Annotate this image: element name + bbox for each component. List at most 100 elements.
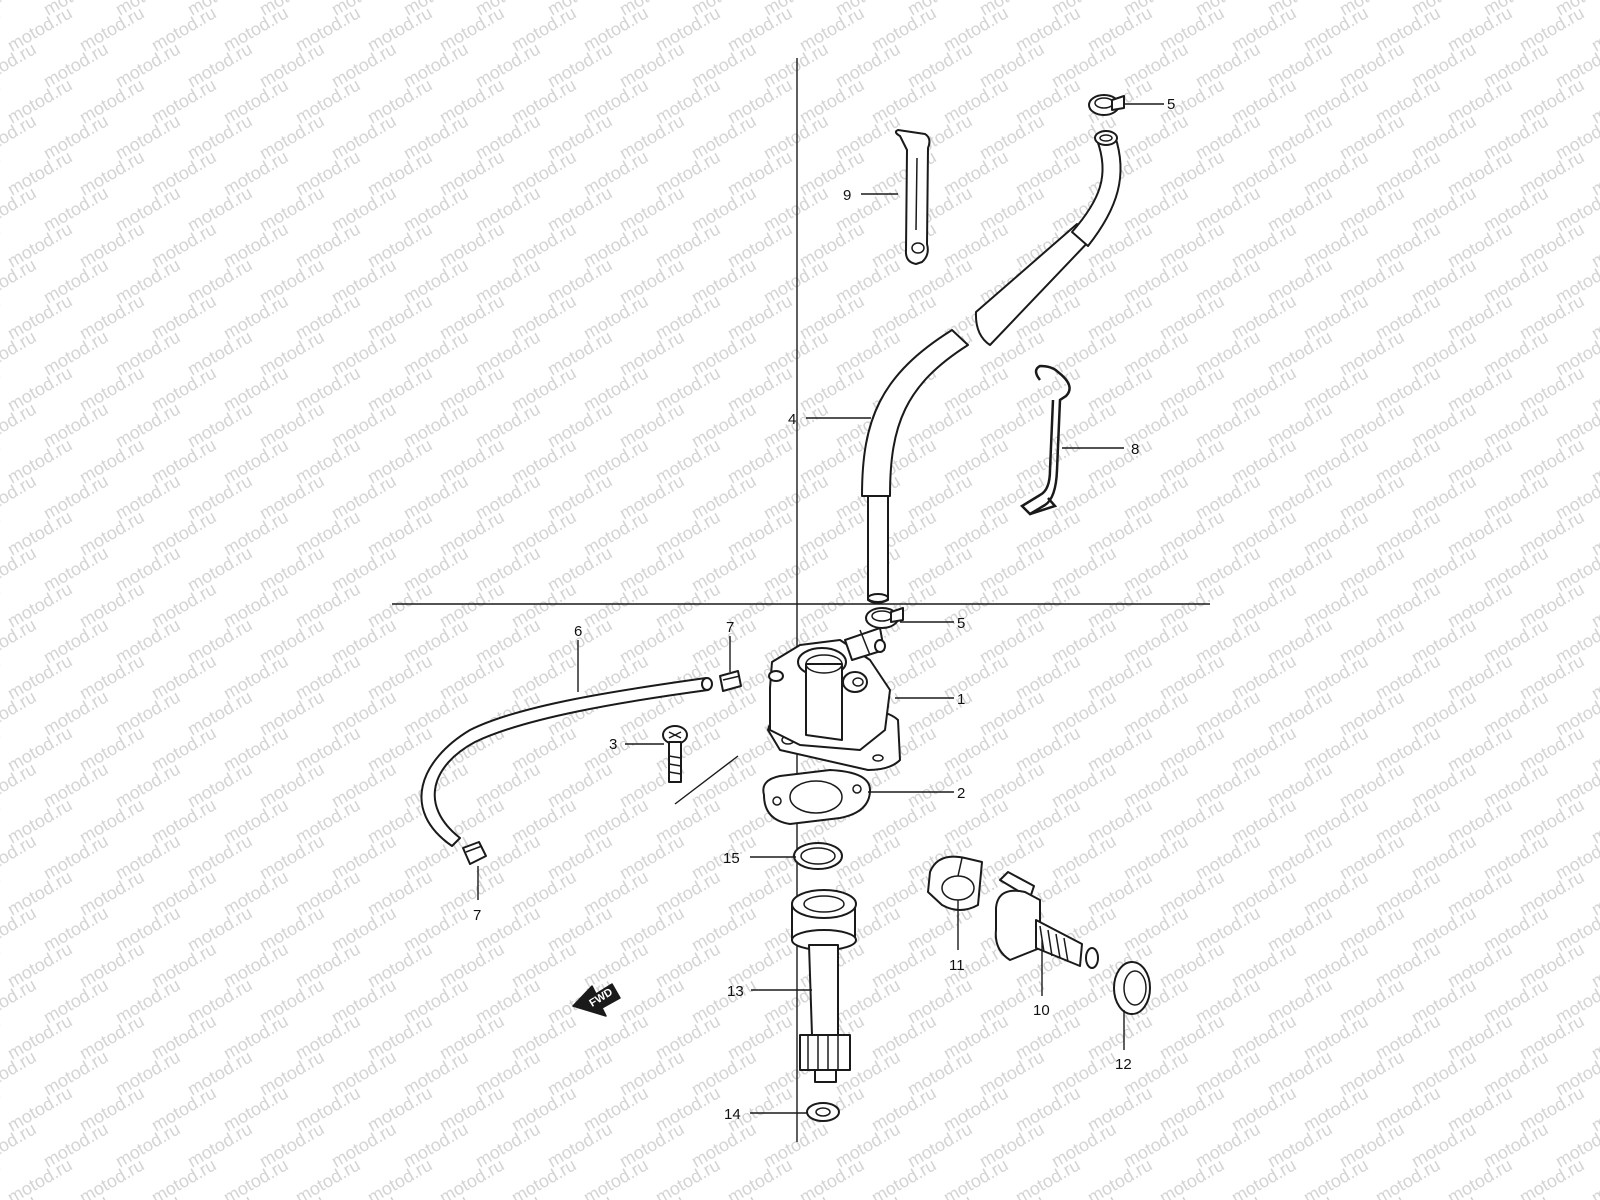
callout-3: 3 — [609, 736, 617, 753]
watermark-text: motod.ru — [1120, 1191, 1192, 1200]
watermark-text: motod.ru — [1084, 1155, 1156, 1200]
watermark-text: motod.ru — [652, 1155, 724, 1200]
watermark-text: motod.ru — [400, 1191, 472, 1200]
part-14-washer — [806, 1102, 840, 1122]
watermark-text: motod.ru — [148, 1155, 220, 1200]
watermark-text: motod.ru — [1480, 1191, 1552, 1200]
watermark-text: motod.ru — [724, 1155, 796, 1200]
watermark-text: motod.ru — [220, 1155, 292, 1200]
callout-7-top: 7 — [726, 619, 734, 636]
watermark-text: motod.ru — [868, 1155, 940, 1200]
watermark-text: motod.ru — [0, 615, 40, 668]
watermark-text: motod.ru — [328, 1191, 400, 1200]
part-11-bushing — [927, 855, 983, 911]
callout-7-bottom: 7 — [473, 907, 481, 924]
callout-5-bottom: 5 — [957, 615, 965, 632]
watermark-text: motod.ru — [436, 1155, 508, 1200]
watermark-text: motod.ru — [688, 1191, 760, 1200]
watermark-text: motod.ru — [0, 579, 4, 632]
callout-1: 1 — [957, 691, 965, 708]
watermark-text: motod.ru — [0, 327, 40, 380]
callout-14: 14 — [724, 1106, 741, 1123]
callout-4: 4 — [788, 411, 796, 428]
watermark-text: motod.ru — [256, 1191, 328, 1200]
watermark-text: motod.ru — [1516, 1155, 1588, 1200]
watermark-text: motod.ru — [184, 1191, 256, 1200]
watermark-text: motod.ru — [0, 39, 40, 92]
watermark-text: motod.ru — [112, 1191, 184, 1200]
watermark-text: motod.ru — [0, 1047, 40, 1100]
watermark-text: motod.ru — [0, 291, 4, 344]
watermark-text: motod.ru — [0, 1011, 4, 1064]
watermark-text: motod.ru — [472, 1191, 544, 1200]
watermark-text: motod.ru — [544, 1191, 616, 1200]
callout-12: 12 — [1115, 1056, 1132, 1073]
callout-13: 13 — [727, 983, 744, 1000]
watermark-text: motod.ru — [1444, 1155, 1516, 1200]
callout-6: 6 — [574, 623, 582, 640]
watermark-text: motod.ru — [796, 1155, 868, 1200]
watermark-text: motod.ru — [0, 435, 4, 488]
watermark-text: motod.ru — [1372, 1155, 1444, 1200]
watermark-text: motod.ru — [1192, 1191, 1264, 1200]
callout-5-top: 5 — [1167, 96, 1175, 113]
watermark-text: motod.ru — [1588, 1155, 1600, 1200]
watermark-text: motod.ru — [1048, 1191, 1120, 1200]
callout-11: 11 — [949, 957, 965, 974]
watermark-text: motod.ru — [832, 1191, 904, 1200]
watermark-text: motod.ru — [1156, 1155, 1228, 1200]
watermark-text: motod.ru — [508, 1155, 580, 1200]
watermark-text: motod.ru — [4, 1155, 76, 1200]
watermark-text: motod.ru — [0, 147, 4, 200]
watermark-text: motod.ru — [1264, 1191, 1336, 1200]
watermark-text: motod.ru — [0, 255, 40, 308]
watermark-text: motod.ru — [0, 219, 4, 272]
watermark-text: motod.ru — [0, 0, 40, 19]
watermark-text: motod.ru — [0, 507, 4, 560]
watermark-text: motod.ru — [1300, 1155, 1372, 1200]
callout-2: 2 — [957, 785, 965, 802]
watermark-text: motod.ru — [0, 1083, 4, 1136]
watermark-text: motod.ru — [976, 1191, 1048, 1200]
watermark-text: motod.ru — [0, 723, 4, 776]
watermark-text: motod.ru — [0, 111, 40, 164]
watermark-text: motod.ru — [40, 1191, 112, 1200]
callout-15: 15 — [723, 850, 740, 867]
watermark-text: motod.ru — [0, 363, 4, 416]
watermark-text: motod.ru — [0, 795, 4, 848]
watermark-text: motod.ru — [0, 1119, 40, 1172]
callout-10: 10 — [1033, 1002, 1050, 1019]
callout-9: 9 — [843, 187, 851, 204]
watermark-text: motod.ru — [0, 975, 40, 1028]
watermark-text: motod.ru — [0, 687, 40, 740]
watermark-text: motod.ru — [1228, 1155, 1300, 1200]
callout-8: 8 — [1131, 441, 1139, 458]
watermark-text: motod.ru — [904, 1191, 976, 1200]
watermark-text: motod.ru — [364, 1155, 436, 1200]
watermark-text: motod.ru — [1012, 1155, 1084, 1200]
watermark-text: motod.ru — [0, 651, 4, 704]
watermark-text: motod.ru — [0, 939, 4, 992]
watermark-text: motod.ru — [1408, 1191, 1480, 1200]
watermark-text: motod.ru — [0, 471, 40, 524]
watermark-text: motod.ru — [0, 75, 4, 128]
watermark-text: motod.ru — [580, 1155, 652, 1200]
watermark-text: motod.ru — [0, 831, 40, 884]
watermark-text: motod.ru — [1336, 1191, 1408, 1200]
watermark-text: motod.ru — [0, 3, 4, 56]
watermark-text: motod.ru — [0, 1155, 4, 1200]
watermark-text: motod.ru — [940, 1155, 1012, 1200]
part-12-oil-seal — [1113, 961, 1151, 1015]
watermark-text: motod.ru — [760, 1191, 832, 1200]
watermark-text: motod.ru — [616, 1191, 688, 1200]
watermark-text: motod.ru — [0, 903, 40, 956]
watermark-text: motod.ru — [292, 1155, 364, 1200]
watermark-text: motod.ru — [0, 543, 40, 596]
watermark-text: motod.ru — [0, 759, 40, 812]
watermark-text: motod.ru — [76, 1155, 148, 1200]
watermark-text: motod.ru — [0, 399, 40, 452]
watermark-text: motod.ru — [0, 183, 40, 236]
